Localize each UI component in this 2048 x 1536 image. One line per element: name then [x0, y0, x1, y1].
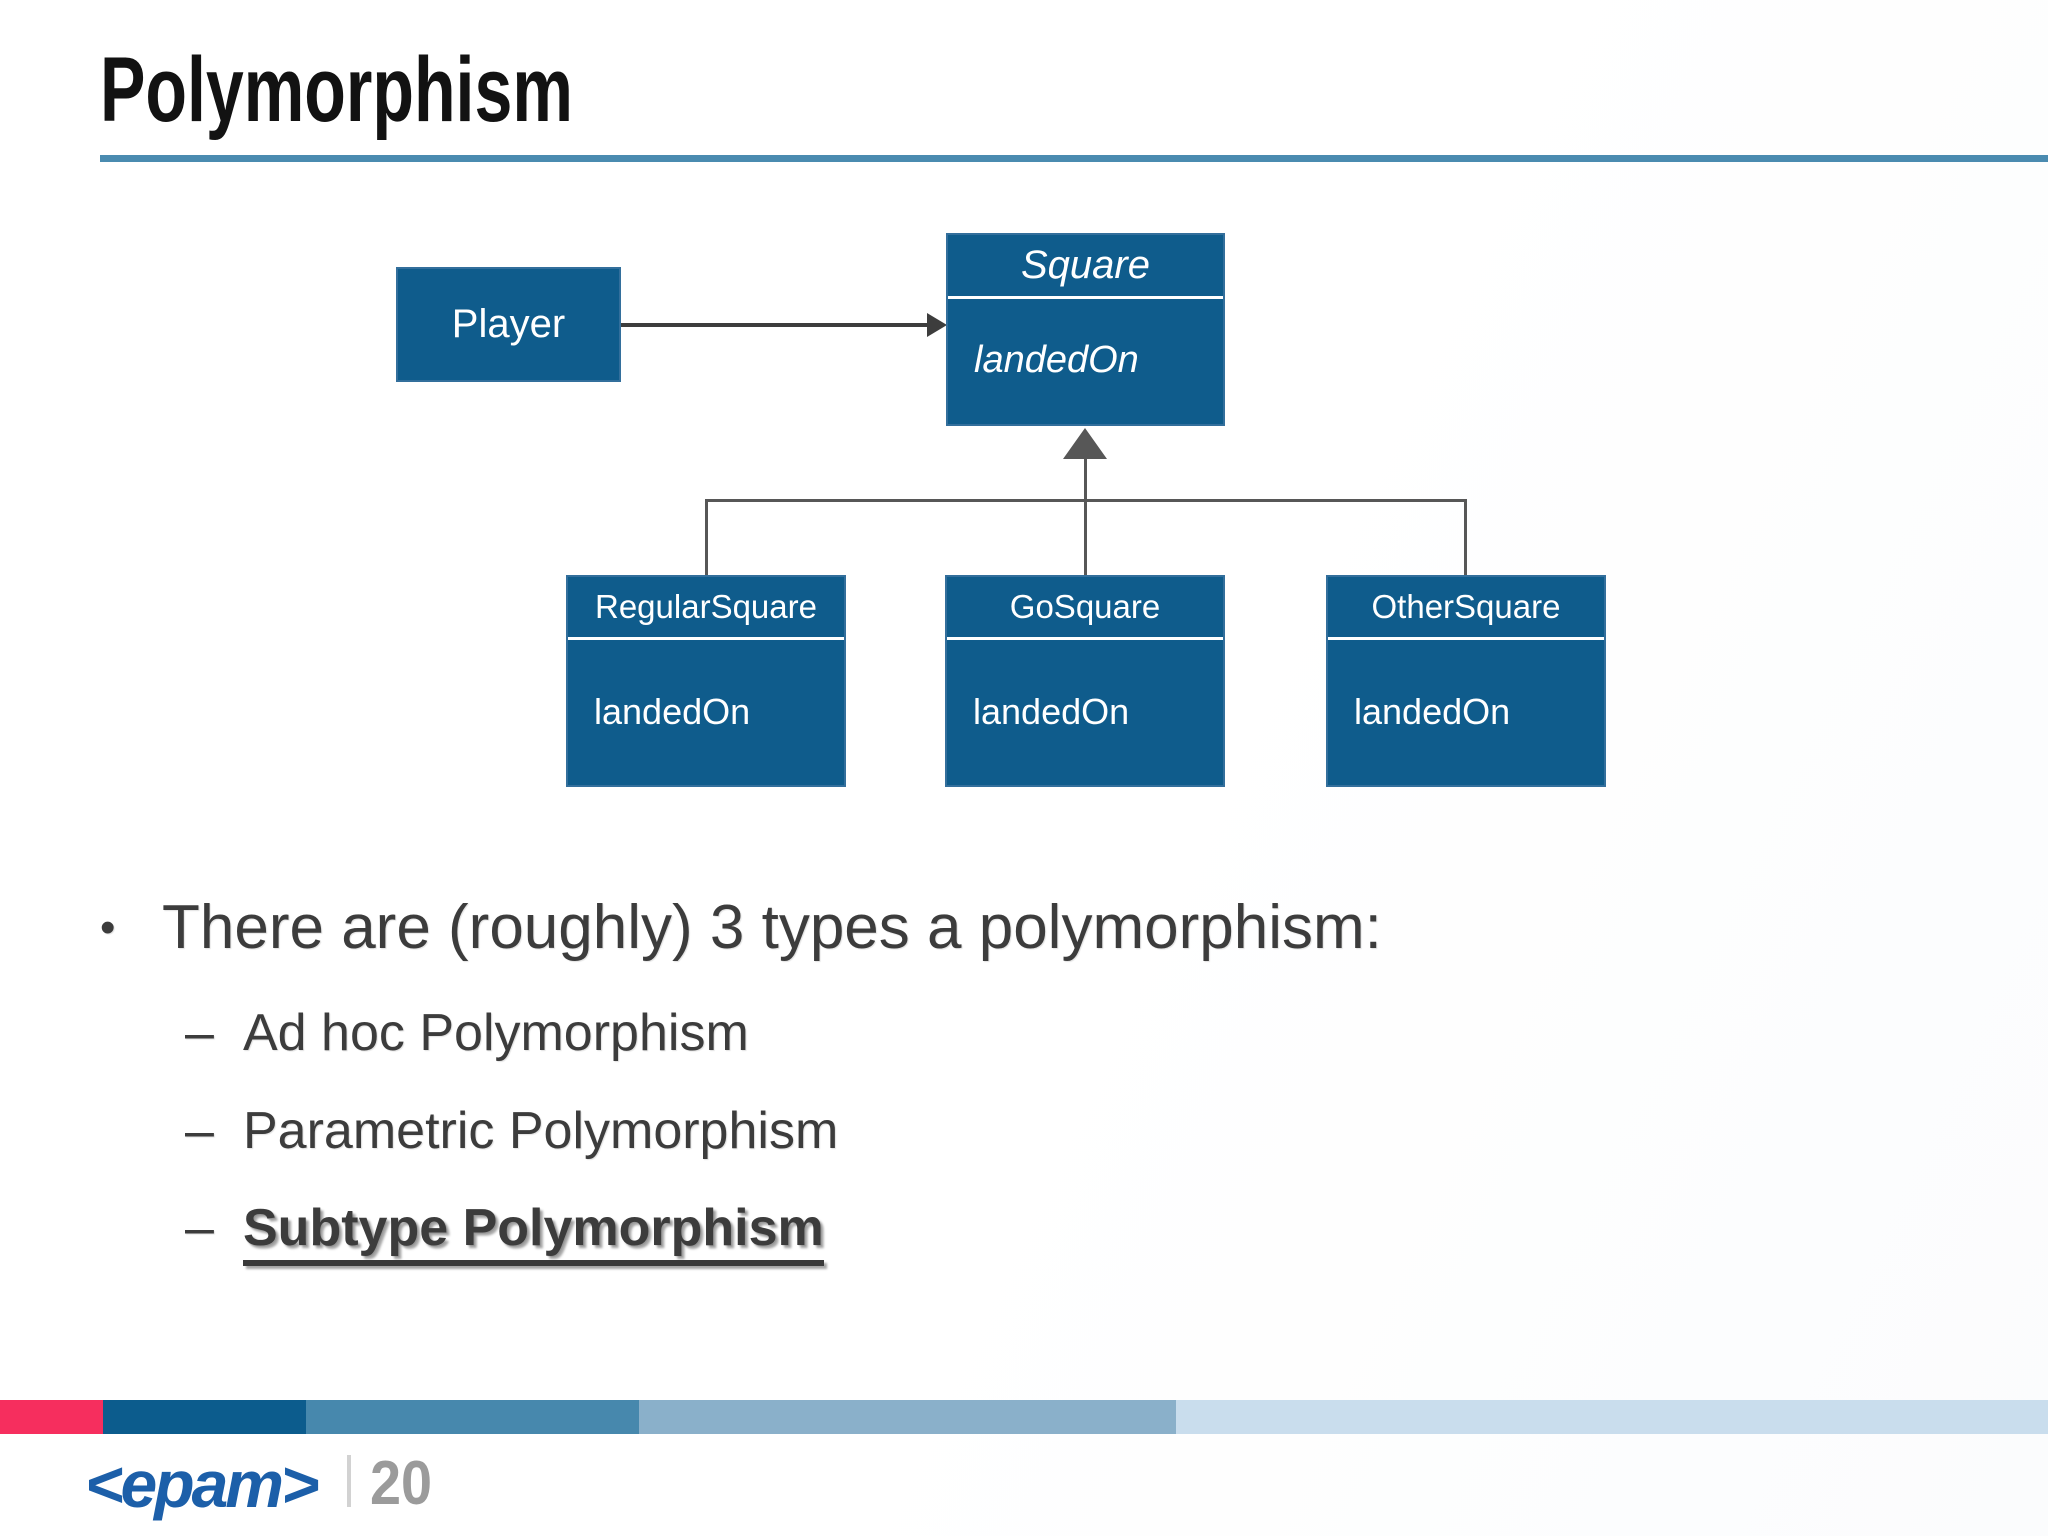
regularsquare-class-box: RegularSquare landedOn	[566, 575, 846, 787]
square-class-box: Square landedOn	[946, 233, 1225, 426]
othersquare-class-title: OtherSquare	[1328, 577, 1604, 640]
sub-item-subtype: –Subtype Polymorphism	[185, 1198, 824, 1266]
player-class-label: Player	[451, 302, 566, 346]
generalization-arrowhead-icon	[1063, 428, 1107, 459]
title-rule	[100, 155, 2048, 162]
epam-logo: <epam>	[85, 1447, 319, 1521]
gosquare-class-title: GoSquare	[947, 577, 1223, 640]
association-arrowhead-icon	[927, 313, 947, 337]
gosquare-class-attribute: landedOn	[973, 690, 1130, 732]
sub-item-adhoc: –Ad hoc Polymorphism	[185, 1003, 749, 1063]
othersquare-class-box: OtherSquare landedOn	[1326, 575, 1606, 787]
sub-item-adhoc-label: Ad hoc Polymorphism	[243, 1004, 749, 1062]
othersquare-class-attribute: landedOn	[1354, 690, 1511, 732]
footer-bar-segment	[103, 1400, 306, 1434]
sub-item-parametric: –Parametric Polymorphism	[185, 1101, 838, 1161]
footer-bar-segment	[639, 1400, 1176, 1434]
square-class-title: Square	[948, 235, 1223, 299]
logo-divider	[347, 1455, 351, 1507]
dash-icon: –	[185, 1004, 214, 1062]
footer-bar-segment	[0, 1400, 103, 1434]
regularsquare-class-attribute: landedOn	[594, 690, 751, 732]
association-line	[621, 323, 929, 327]
tree-vertical-line-left	[705, 499, 708, 576]
page-title: Polymorphism	[100, 39, 573, 141]
footer-bar-segment	[1176, 1400, 2048, 1434]
sub-item-subtype-label: Subtype Polymorphism	[243, 1199, 824, 1266]
footer-bar-segment	[306, 1400, 639, 1434]
square-class-attribute: landedOn	[974, 339, 1139, 381]
dash-icon: –	[185, 1102, 214, 1160]
player-class-box: Player	[396, 267, 621, 382]
dash-icon: –	[185, 1199, 214, 1257]
page-number: 20	[370, 1449, 433, 1518]
regularsquare-class-title: RegularSquare	[568, 577, 844, 640]
tree-vertical-line-right	[1464, 499, 1467, 576]
gosquare-class-box: GoSquare landedOn	[945, 575, 1225, 787]
footer-color-bar	[0, 1400, 2048, 1434]
main-bullet-line: • There are (roughly) 3 types a polymorph…	[100, 892, 1382, 963]
bullet-icon: •	[100, 903, 116, 952]
tree-horizontal-line	[705, 499, 1467, 502]
generalization-stem-line	[1084, 458, 1087, 576]
main-bullet-text: There are (roughly) 3 types a polymorphi…	[162, 893, 1382, 962]
sub-item-parametric-label: Parametric Polymorphism	[243, 1102, 839, 1160]
